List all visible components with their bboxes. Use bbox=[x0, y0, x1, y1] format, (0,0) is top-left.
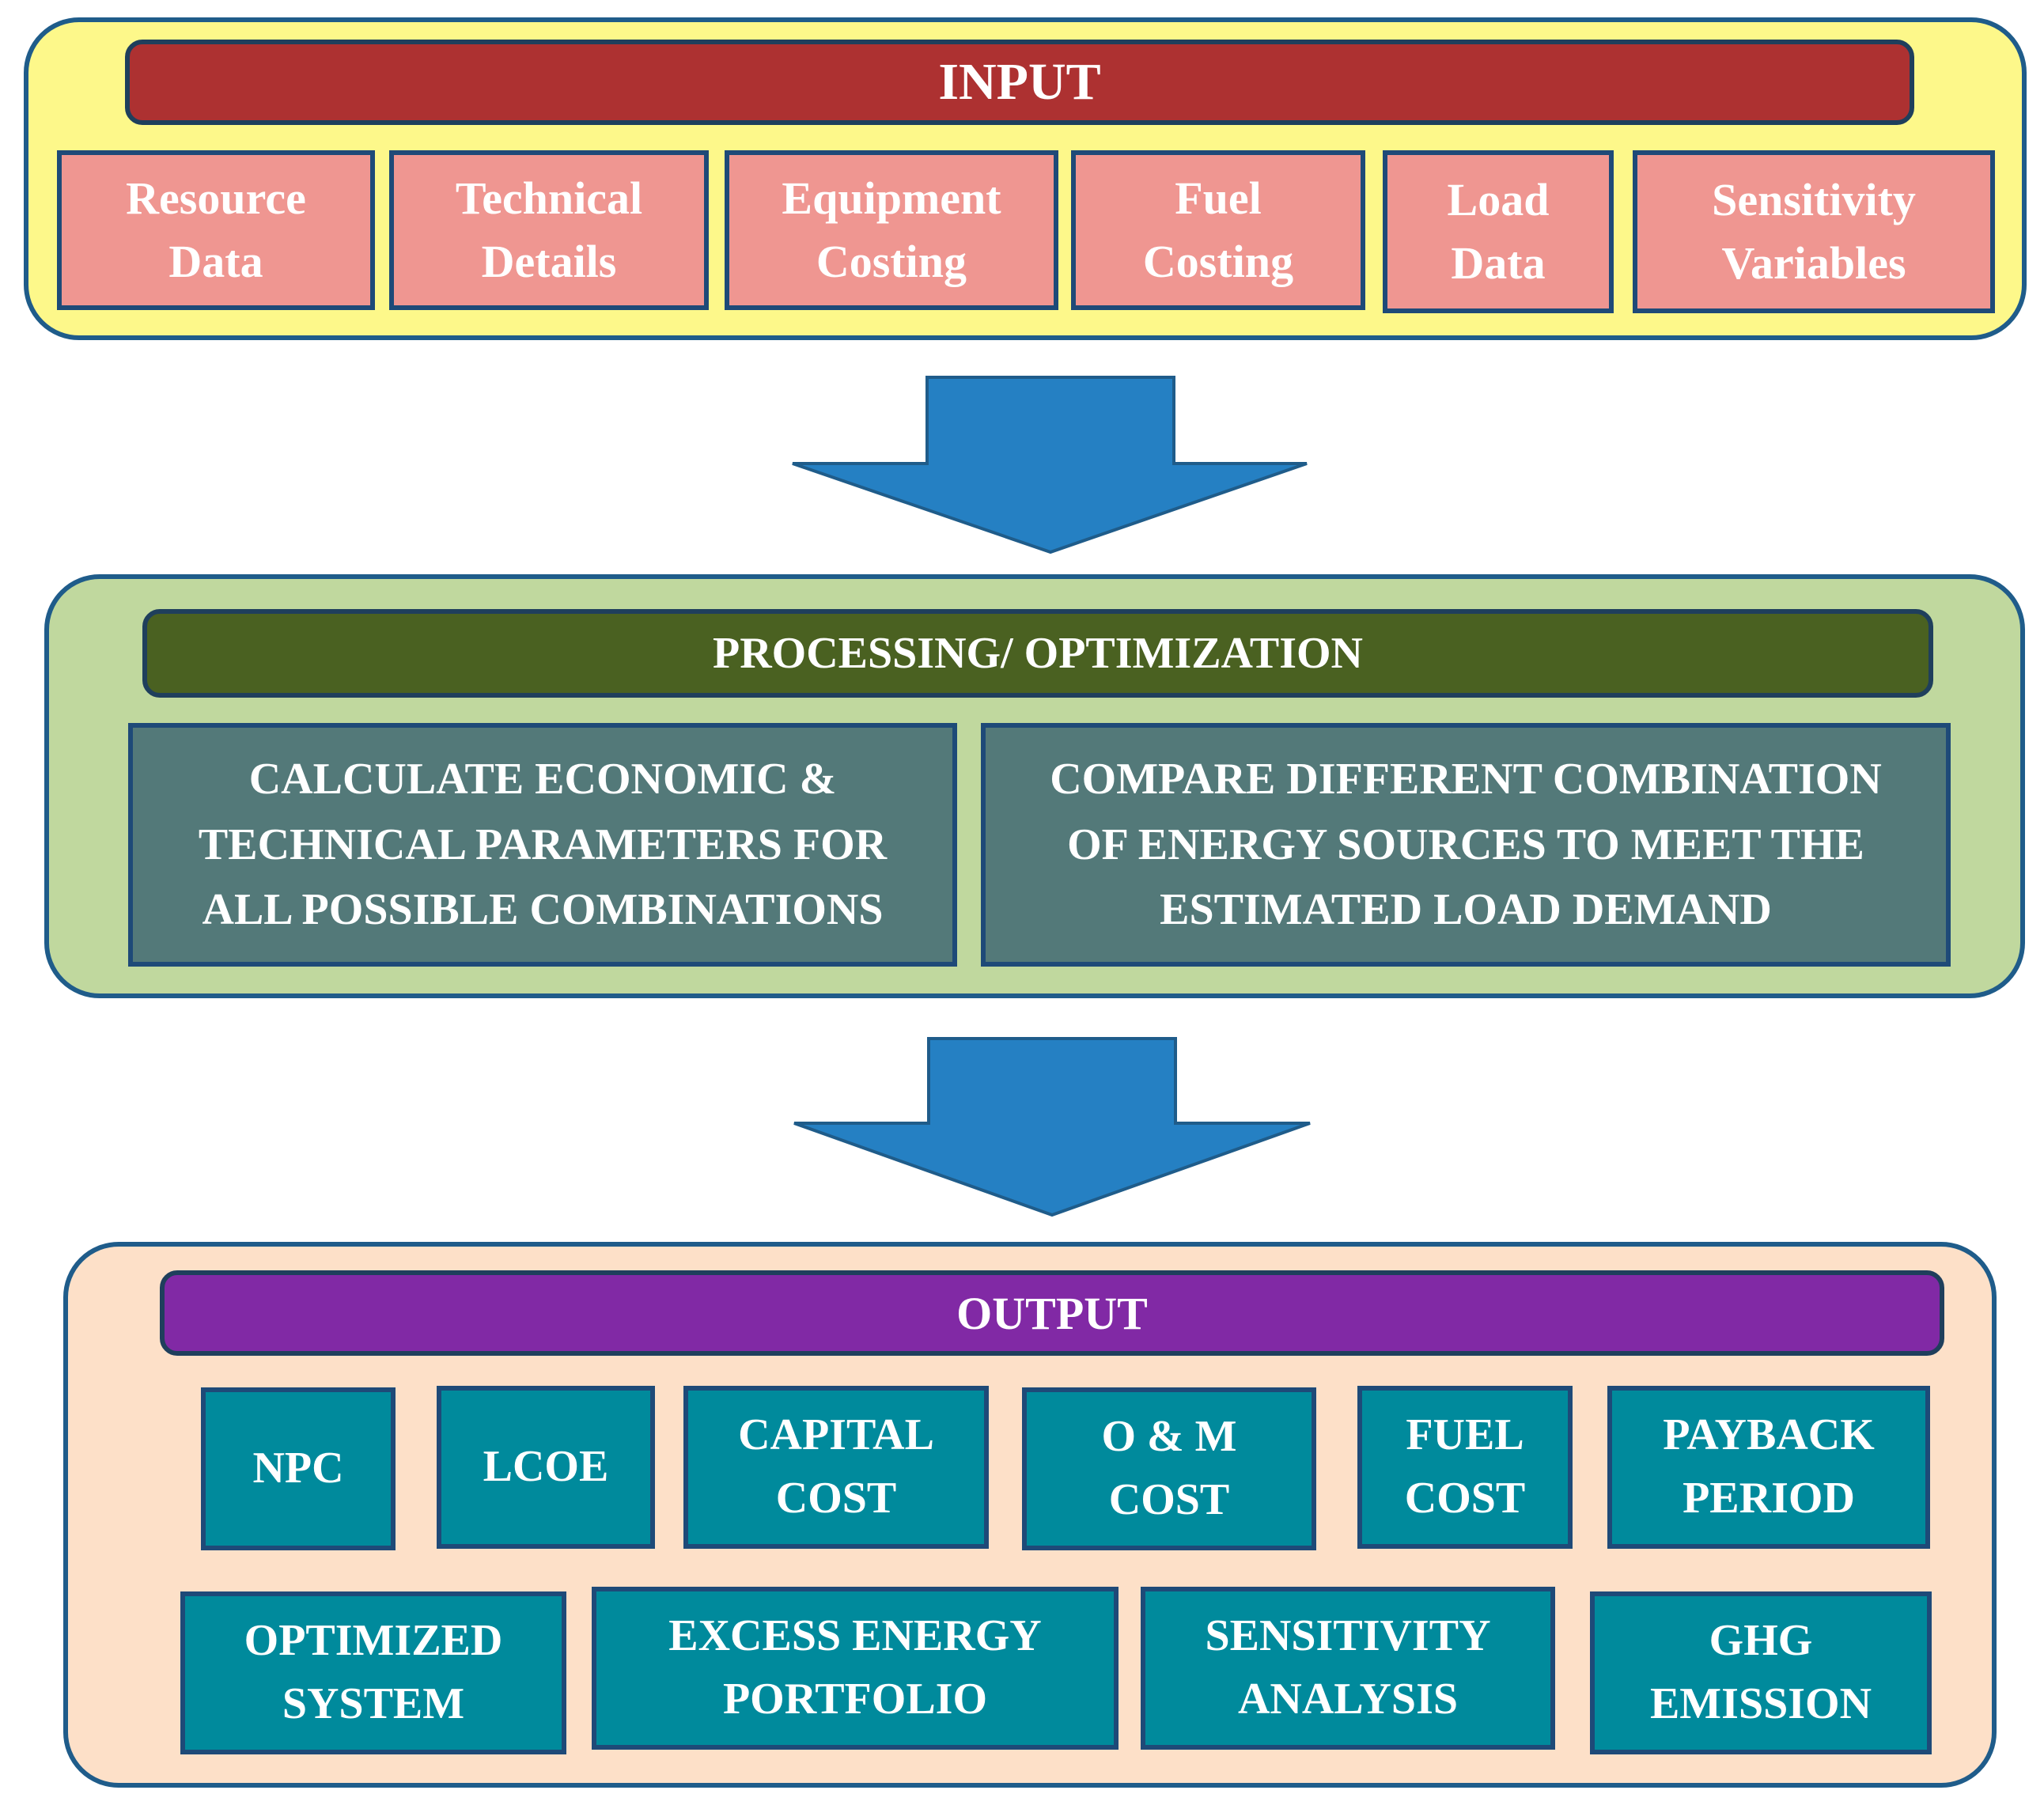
output-box-ghg-emission: GHG EMISSION bbox=[1590, 1591, 1932, 1754]
output-box-sensitivity-analysis: SENSITIVITY ANALYSIS bbox=[1141, 1587, 1555, 1750]
output-box-npc: NPC bbox=[201, 1387, 396, 1550]
output-box-excess-energy-portfolio: EXCESS ENERGY PORTFOLIO bbox=[592, 1587, 1119, 1750]
input-header-label: INPUT bbox=[938, 53, 1101, 111]
output-header: OUTPUT bbox=[160, 1270, 1944, 1356]
output-header-label: OUTPUT bbox=[956, 1287, 1148, 1339]
input-box-fuel-costing: Fuel Costing bbox=[1071, 150, 1365, 310]
output-box-optimized-system: OPTIMIZED SYSTEM bbox=[180, 1591, 566, 1754]
output-box-payback-period: PAYBACK PERIOD bbox=[1607, 1386, 1930, 1549]
output-box-fuel-cost: FUEL COST bbox=[1357, 1386, 1573, 1549]
input-box-load-data: Load Data bbox=[1383, 150, 1614, 313]
input-header: INPUT bbox=[125, 40, 1914, 125]
output-box-capital-cost: CAPITAL COST bbox=[683, 1386, 989, 1549]
processing-box-compare: COMPARE DIFFERENT COMBINATION OF ENERGY … bbox=[981, 723, 1951, 967]
processing-box-calculate: CALCULATE ECONOMIC & TECHNICAL PARAMETER… bbox=[128, 723, 957, 967]
processing-header: PROCESSING/ OPTIMIZATION bbox=[142, 609, 1933, 698]
output-box-om-cost: O & M COST bbox=[1022, 1387, 1316, 1550]
output-box-lcoe: LCOE bbox=[437, 1386, 655, 1549]
input-box-equipment-costing: Equipment Costing bbox=[725, 150, 1058, 310]
input-box-technical-details: Technical Details bbox=[389, 150, 709, 310]
processing-header-label: PROCESSING/ OPTIMIZATION bbox=[713, 629, 1363, 678]
input-box-sensitivity-variables: Sensitivity Variables bbox=[1633, 150, 1995, 313]
input-box-resource-data: Resource Data bbox=[57, 150, 375, 310]
